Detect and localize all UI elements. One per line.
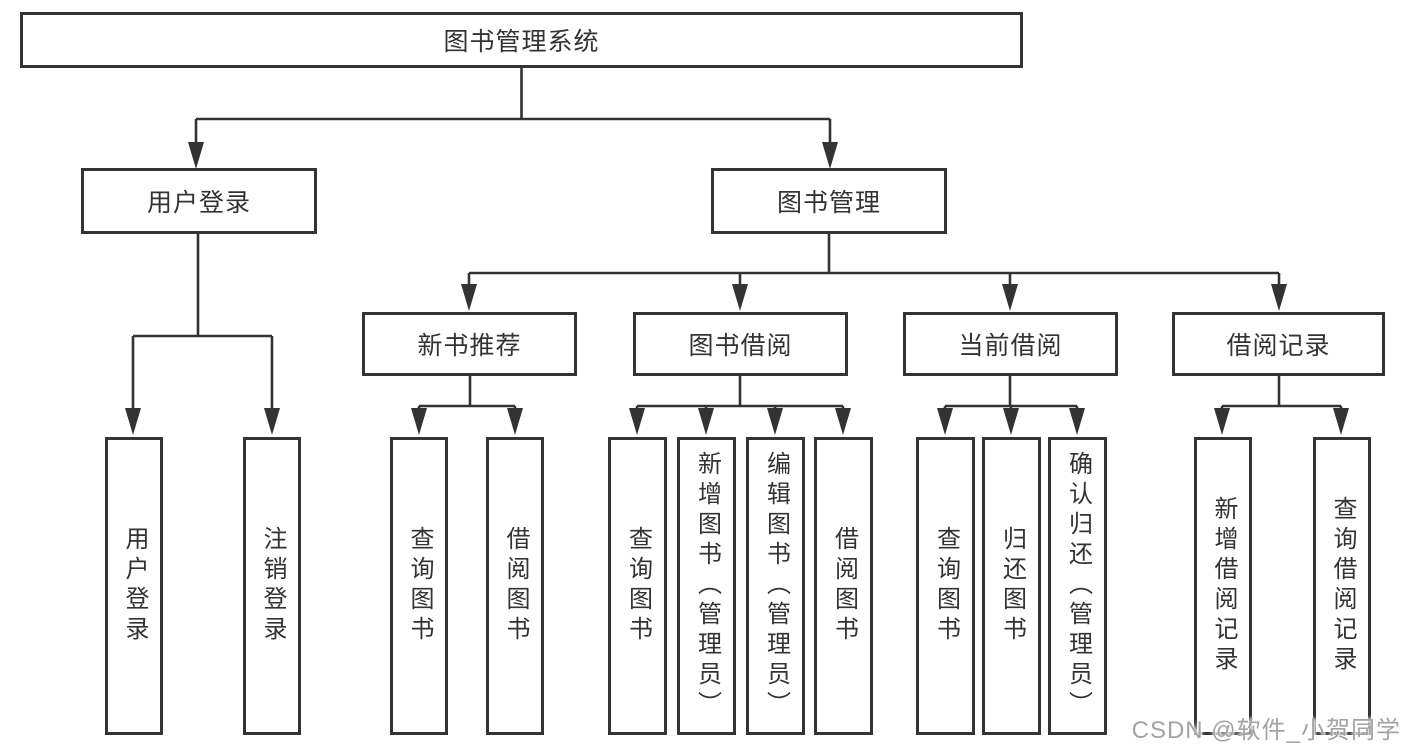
arrow-leaf-logout bbox=[264, 408, 280, 435]
arrow-leaf-bb-edit bbox=[767, 408, 783, 435]
leaf-logout: 注销登录 bbox=[243, 437, 301, 735]
leaf-query-books-2: 查询图书 bbox=[608, 437, 667, 735]
edge-book-borrow-children bbox=[635, 376, 845, 410]
edge-user-login-children bbox=[131, 234, 274, 410]
arrow-leaf-cb-return bbox=[1003, 408, 1019, 435]
edge-current-borrow-children bbox=[943, 376, 1079, 410]
arrow-leaf-login bbox=[125, 408, 141, 435]
arrow-leaf-nb-borrow bbox=[507, 408, 523, 435]
arrow-leaf-bb-add bbox=[698, 408, 714, 435]
leaf-confirm-return-admin: 确认归还（管理员） bbox=[1048, 437, 1107, 735]
arrow-leaf-cb-confirm bbox=[1069, 408, 1085, 435]
leaf-user-login: 用户登录 bbox=[105, 437, 163, 735]
arrow-new-book bbox=[461, 284, 477, 311]
arrow-borrow-records bbox=[1271, 284, 1287, 311]
leaf-add-books-admin: 新增图书（管理员） bbox=[677, 437, 736, 735]
arrow-user-login bbox=[188, 142, 204, 169]
arrow-leaf-br-query bbox=[1333, 408, 1349, 435]
node-current-borrowing: 当前借阅 bbox=[903, 312, 1118, 376]
node-book-management: 图书管理 bbox=[711, 168, 947, 234]
node-new-book-recommend: 新书推荐 bbox=[362, 312, 577, 376]
arrow-book-borrow bbox=[732, 284, 748, 311]
leaf-query-borrow-record: 查询借阅记录 bbox=[1313, 437, 1371, 735]
node-borrowing-records: 借阅记录 bbox=[1172, 312, 1385, 376]
leaf-query-books-1: 查询图书 bbox=[390, 437, 448, 735]
edge-borrow-records-children bbox=[1220, 376, 1343, 410]
arrowheads bbox=[125, 142, 1349, 435]
leaf-query-books-3: 查询图书 bbox=[916, 437, 975, 735]
leaf-add-borrow-record: 新增借阅记录 bbox=[1194, 437, 1252, 735]
node-book-borrowing: 图书借阅 bbox=[633, 312, 848, 376]
csdn-watermark: CSDN @软件_小贺同学 bbox=[1131, 717, 1401, 744]
leaf-borrow-books-2: 借阅图书 bbox=[814, 437, 873, 735]
arrow-current-borrow bbox=[1002, 284, 1018, 311]
leaf-return-books: 归还图书 bbox=[982, 437, 1041, 735]
node-user-login: 用户登录 bbox=[81, 168, 317, 234]
leaf-edit-books-admin: 编辑图书（管理员） bbox=[746, 437, 805, 735]
arrow-leaf-bb-borrow bbox=[835, 408, 851, 435]
arrow-leaf-br-add bbox=[1214, 408, 1230, 435]
arrow-book-mgmt bbox=[822, 142, 838, 169]
edge-book-mgmt-children bbox=[467, 234, 1281, 286]
node-root-library-system: 图书管理系统 bbox=[20, 12, 1023, 68]
arrow-leaf-cb-query bbox=[937, 408, 953, 435]
leaf-borrow-books-1: 借阅图书 bbox=[486, 437, 544, 735]
edge-new-book-children bbox=[417, 376, 517, 410]
arrow-leaf-bb-query bbox=[629, 408, 645, 435]
edge-root-to-level2 bbox=[194, 68, 832, 146]
arrow-leaf-nb-query bbox=[411, 408, 427, 435]
